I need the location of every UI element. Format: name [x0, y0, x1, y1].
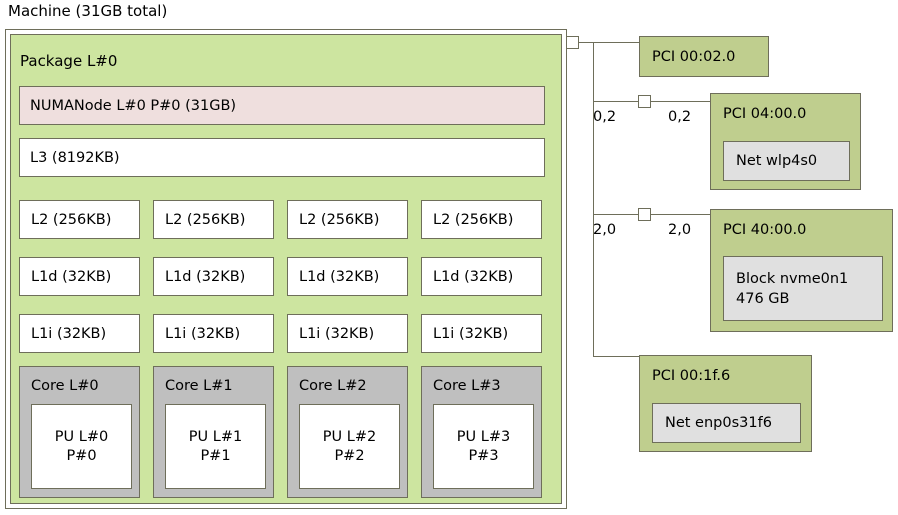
pu-box-2[interactable]: PU L#2 P#2 — [299, 404, 400, 489]
pci-title-00-1f-6: PCI 00:1f.6 — [652, 368, 731, 384]
pu-logical-0: PU L#0 — [54, 428, 109, 445]
l1i-cache-label-2: L1i (32KB) — [299, 326, 375, 342]
tree-line-branch-1a — [593, 101, 639, 102]
tree-line-trunk — [593, 42, 594, 356]
pu-logical-3: PU L#3 — [456, 428, 511, 445]
l2-cache-label-2: L2 (256KB) — [299, 212, 380, 228]
io-bridge-node-1[interactable] — [638, 95, 651, 108]
l3-cache-box[interactable] — [19, 138, 545, 177]
tree-line-branch-0 — [593, 42, 640, 43]
tree-line-branch-3 — [593, 356, 640, 357]
machine-title: Machine (31GB total) — [8, 2, 168, 20]
edge-label-left-1: 0,2 — [593, 109, 617, 125]
pci-title-00-02-0: PCI 00:02.0 — [652, 49, 736, 65]
l1d-cache-box-1[interactable]: L1d (32KB) — [153, 257, 274, 296]
edge-label-right-2: 2,0 — [668, 222, 692, 238]
l1d-cache-box-2[interactable]: L1d (32KB) — [287, 257, 408, 296]
core-title-0: Core L#0 — [31, 378, 99, 394]
pci-box-00-02-0[interactable]: PCI 00:02.0 — [639, 36, 769, 77]
pu-physical-0: P#0 — [66, 447, 97, 464]
pu-physical-1: P#1 — [200, 447, 231, 464]
pu-box-0[interactable]: PU L#0 P#0 — [31, 404, 132, 489]
pu-box-1[interactable]: PU L#1 P#1 — [165, 404, 266, 489]
core-box-0[interactable]: Core L#0 PU L#0 P#0 — [19, 366, 140, 498]
l2-cache-box-3[interactable]: L2 (256KB) — [421, 200, 542, 239]
l1d-cache-label-1: L1d (32KB) — [165, 269, 246, 285]
osdev-size-block-nvme0n1: 476 GB — [736, 290, 790, 307]
osdev-box-net-wlp4s0[interactable]: Net wlp4s0 — [723, 141, 850, 181]
pu-logical-2: PU L#2 — [322, 428, 377, 445]
osdev-label-block-nvme0n1: Block nvme0n1 — [736, 270, 849, 287]
l1d-cache-box-0[interactable]: L1d (32KB) — [19, 257, 140, 296]
numanode-box[interactable] — [19, 86, 545, 125]
l2-cache-box-0[interactable]: L2 (256KB) — [19, 200, 140, 239]
pci-box-40-00-0[interactable]: PCI 40:00.0 Block nvme0n1 476 GB — [710, 209, 893, 332]
l2-cache-label-3: L2 (256KB) — [433, 212, 514, 228]
core-title-3: Core L#3 — [433, 378, 501, 394]
edge-label-left-2: 2,0 — [593, 222, 617, 238]
l1i-cache-box-0[interactable]: L1i (32KB) — [19, 314, 140, 353]
pu-logical-1: PU L#1 — [188, 428, 243, 445]
pci-title-40-00-0: PCI 40:00.0 — [723, 222, 807, 238]
pci-box-00-1f-6[interactable]: PCI 00:1f.6 Net enp0s31f6 — [639, 355, 812, 452]
tree-line-branch-2a — [593, 214, 639, 215]
l1i-cache-label-3: L1i (32KB) — [433, 326, 509, 342]
l2-cache-label-0: L2 (256KB) — [31, 212, 112, 228]
l2-cache-label-1: L2 (256KB) — [165, 212, 246, 228]
core-title-1: Core L#1 — [165, 378, 233, 394]
io-bridge-node-2[interactable] — [638, 208, 651, 221]
osdev-label-net-enp0s31f6: Net enp0s31f6 — [665, 415, 772, 431]
l1i-cache-box-2[interactable]: L1i (32KB) — [287, 314, 408, 353]
core-box-1[interactable]: Core L#1 PU L#1 P#1 — [153, 366, 274, 498]
l3-cache-label: L3 (8192KB) — [30, 150, 120, 166]
l1i-cache-label-0: L1i (32KB) — [31, 326, 107, 342]
l1d-cache-label-3: L1d (32KB) — [433, 269, 514, 285]
l1d-cache-label-2: L1d (32KB) — [299, 269, 380, 285]
osdev-box-net-enp0s31f6[interactable]: Net enp0s31f6 — [652, 403, 801, 443]
pci-box-04-00-0[interactable]: PCI 04:00.0 Net wlp4s0 — [710, 93, 861, 190]
l1d-cache-label-0: L1d (32KB) — [31, 269, 112, 285]
pu-physical-3: P#3 — [468, 447, 499, 464]
package-title: Package L#0 — [20, 52, 118, 70]
osdev-box-block-nvme0n1[interactable]: Block nvme0n1 476 GB — [723, 256, 883, 321]
tree-line-branch-1b — [651, 101, 711, 102]
l2-cache-box-1[interactable]: L2 (256KB) — [153, 200, 274, 239]
l1i-cache-box-3[interactable]: L1i (32KB) — [421, 314, 542, 353]
edge-label-right-1: 0,2 — [668, 109, 692, 125]
tree-line-root-stub — [579, 42, 594, 43]
l2-cache-box-2[interactable]: L2 (256KB) — [287, 200, 408, 239]
core-title-2: Core L#2 — [299, 378, 367, 394]
core-box-2[interactable]: Core L#2 PU L#2 P#2 — [287, 366, 408, 498]
io-root-node[interactable] — [566, 36, 579, 49]
l1i-cache-box-1[interactable]: L1i (32KB) — [153, 314, 274, 353]
l1d-cache-box-3[interactable]: L1d (32KB) — [421, 257, 542, 296]
pci-title-04-00-0: PCI 04:00.0 — [723, 106, 807, 122]
pu-box-3[interactable]: PU L#3 P#3 — [433, 404, 534, 489]
tree-line-branch-2b — [651, 214, 711, 215]
core-box-3[interactable]: Core L#3 PU L#3 P#3 — [421, 366, 542, 498]
pu-physical-2: P#2 — [334, 447, 365, 464]
l1i-cache-label-1: L1i (32KB) — [165, 326, 241, 342]
osdev-label-net-wlp4s0: Net wlp4s0 — [736, 153, 818, 169]
numanode-label: NUMANode L#0 P#0 (31GB) — [30, 98, 237, 114]
